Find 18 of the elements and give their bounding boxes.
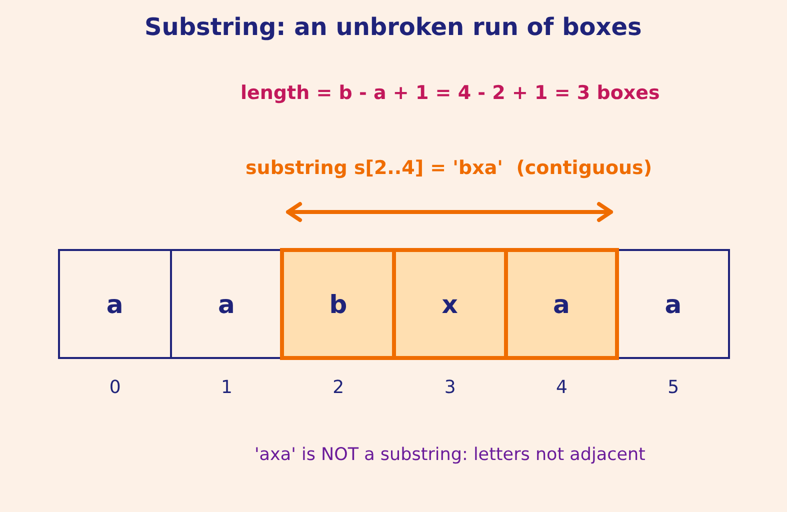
cell-letter: a <box>106 292 124 316</box>
cell-letter: x <box>442 292 458 316</box>
cell-letter: b <box>329 292 348 316</box>
note-text: 'axa' is NOT a substring: letters not adjacent <box>254 444 646 466</box>
substring-label: substring s[2..4] = 'bxa' (contiguous) <box>246 156 652 180</box>
cell-letter: a <box>218 292 235 316</box>
cell-letter: a <box>553 292 570 316</box>
index-number: 2 <box>332 377 344 399</box>
cell-letter: a <box>664 292 682 316</box>
letter-box <box>616 249 730 359</box>
index-number: 3 <box>444 377 456 399</box>
index-number: 5 <box>668 377 680 399</box>
length-formula: length = b - a + 1 = 4 - 2 + 1 = 3 boxes <box>240 82 660 104</box>
index-number: 0 <box>109 377 121 399</box>
diagram-title: Substring: an unbroken run of boxes <box>144 12 642 42</box>
index-number: 4 <box>556 377 568 399</box>
letter-box <box>58 249 172 359</box>
index-number: 1 <box>221 377 232 399</box>
